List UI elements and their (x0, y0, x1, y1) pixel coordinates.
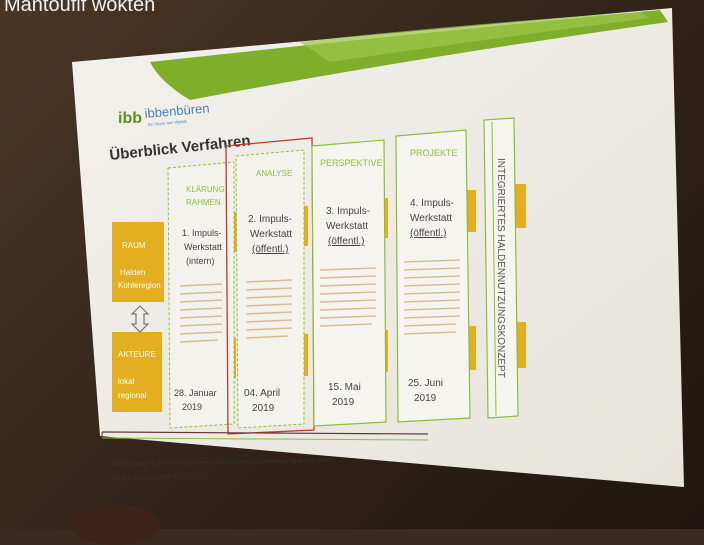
col2-header: ANALYSE (256, 169, 292, 178)
col3-header: PERSPEKTIVE (320, 158, 383, 168)
col4-date-line2: 2019 (414, 393, 437, 404)
col3-body-line1: 3. Impuls- (326, 206, 370, 217)
col3-bullets (319, 267, 377, 327)
col1-header-line2: RAHMEN (186, 198, 221, 207)
col3-date-line2: 2019 (332, 397, 355, 408)
logo-name: ibbenbüren (144, 100, 210, 121)
col1-header-line1: KLÄRUNG (186, 185, 225, 194)
column-perspektive (311, 139, 387, 427)
box-akteure-line1: lokal (118, 377, 135, 386)
col2-body-line1: 2. Impuls- (248, 214, 292, 225)
column-projekte (395, 129, 471, 423)
column-klaerung (167, 161, 235, 429)
col4-body-line1: 4. Impuls- (410, 198, 454, 209)
green-swoosh-shade (300, 12, 650, 62)
box-raum-line1: Halden (120, 268, 145, 277)
col1-date-line2: 2019 (182, 402, 202, 412)
col2-date-line1: 04. April (244, 388, 280, 399)
box-akteure (112, 332, 162, 412)
col4-date-line1: 25. Juni (408, 378, 443, 389)
box-akteure-title: AKTEURE (118, 350, 156, 359)
footer-line1: Schrittweise Entwicklung eines „Integrie… (112, 457, 335, 468)
col4-body-line3: (öffentl.) (410, 228, 447, 239)
box-akteure-line2: regional (118, 391, 147, 400)
col1-date-line1: 28. Januar (174, 388, 217, 398)
audience-head (70, 505, 160, 545)
col3-body-line2: Werkstatt (326, 221, 368, 232)
vertical-label: INTEGRIERTES HALDENNUTZUNGSKONZEPT (495, 158, 506, 378)
logo-mark: ibb (118, 110, 142, 127)
col2-date-line2: 2019 (252, 403, 275, 414)
bottom-rule-dark (101, 431, 429, 435)
col1-body-line2: Werkstatt (184, 242, 222, 252)
column-analyse-outline (225, 137, 315, 435)
col3-body-line3: (öffentl.) (328, 236, 365, 247)
logo-tagline: Ein Stück vom Weltall (148, 119, 187, 127)
box-raum-title: RAUM (122, 241, 146, 250)
top-caption: Mantouflf wokten (4, 0, 156, 16)
col4-header: PROJEKTE (410, 148, 458, 158)
col1-body-line1: 1. Impuls- (182, 228, 222, 238)
col2-body-line3: (öffentl.) (252, 244, 289, 255)
col4-body-line2: Werkstatt (410, 213, 452, 224)
projection-screen: ibb ibbenbüren Ein Stück vom Weltall Übe… (72, 8, 684, 487)
col4-bullets (403, 259, 461, 335)
col2-body-line2: Werkstatt (250, 229, 292, 240)
col3-date-line1: 15. Mai (328, 382, 361, 393)
double-arrow-icon (130, 305, 150, 333)
footer-line2: für die Kohleregion Ibbenbüren (112, 473, 208, 482)
konzept-inner-line (491, 121, 497, 417)
bottom-rule-green (101, 437, 429, 441)
box-raum-line2: Kohleregion (118, 281, 161, 290)
box-raum (112, 222, 164, 302)
col2-bullets (245, 279, 293, 339)
col1-body-line3: (intern) (186, 256, 215, 266)
col1-bullets (179, 283, 223, 343)
